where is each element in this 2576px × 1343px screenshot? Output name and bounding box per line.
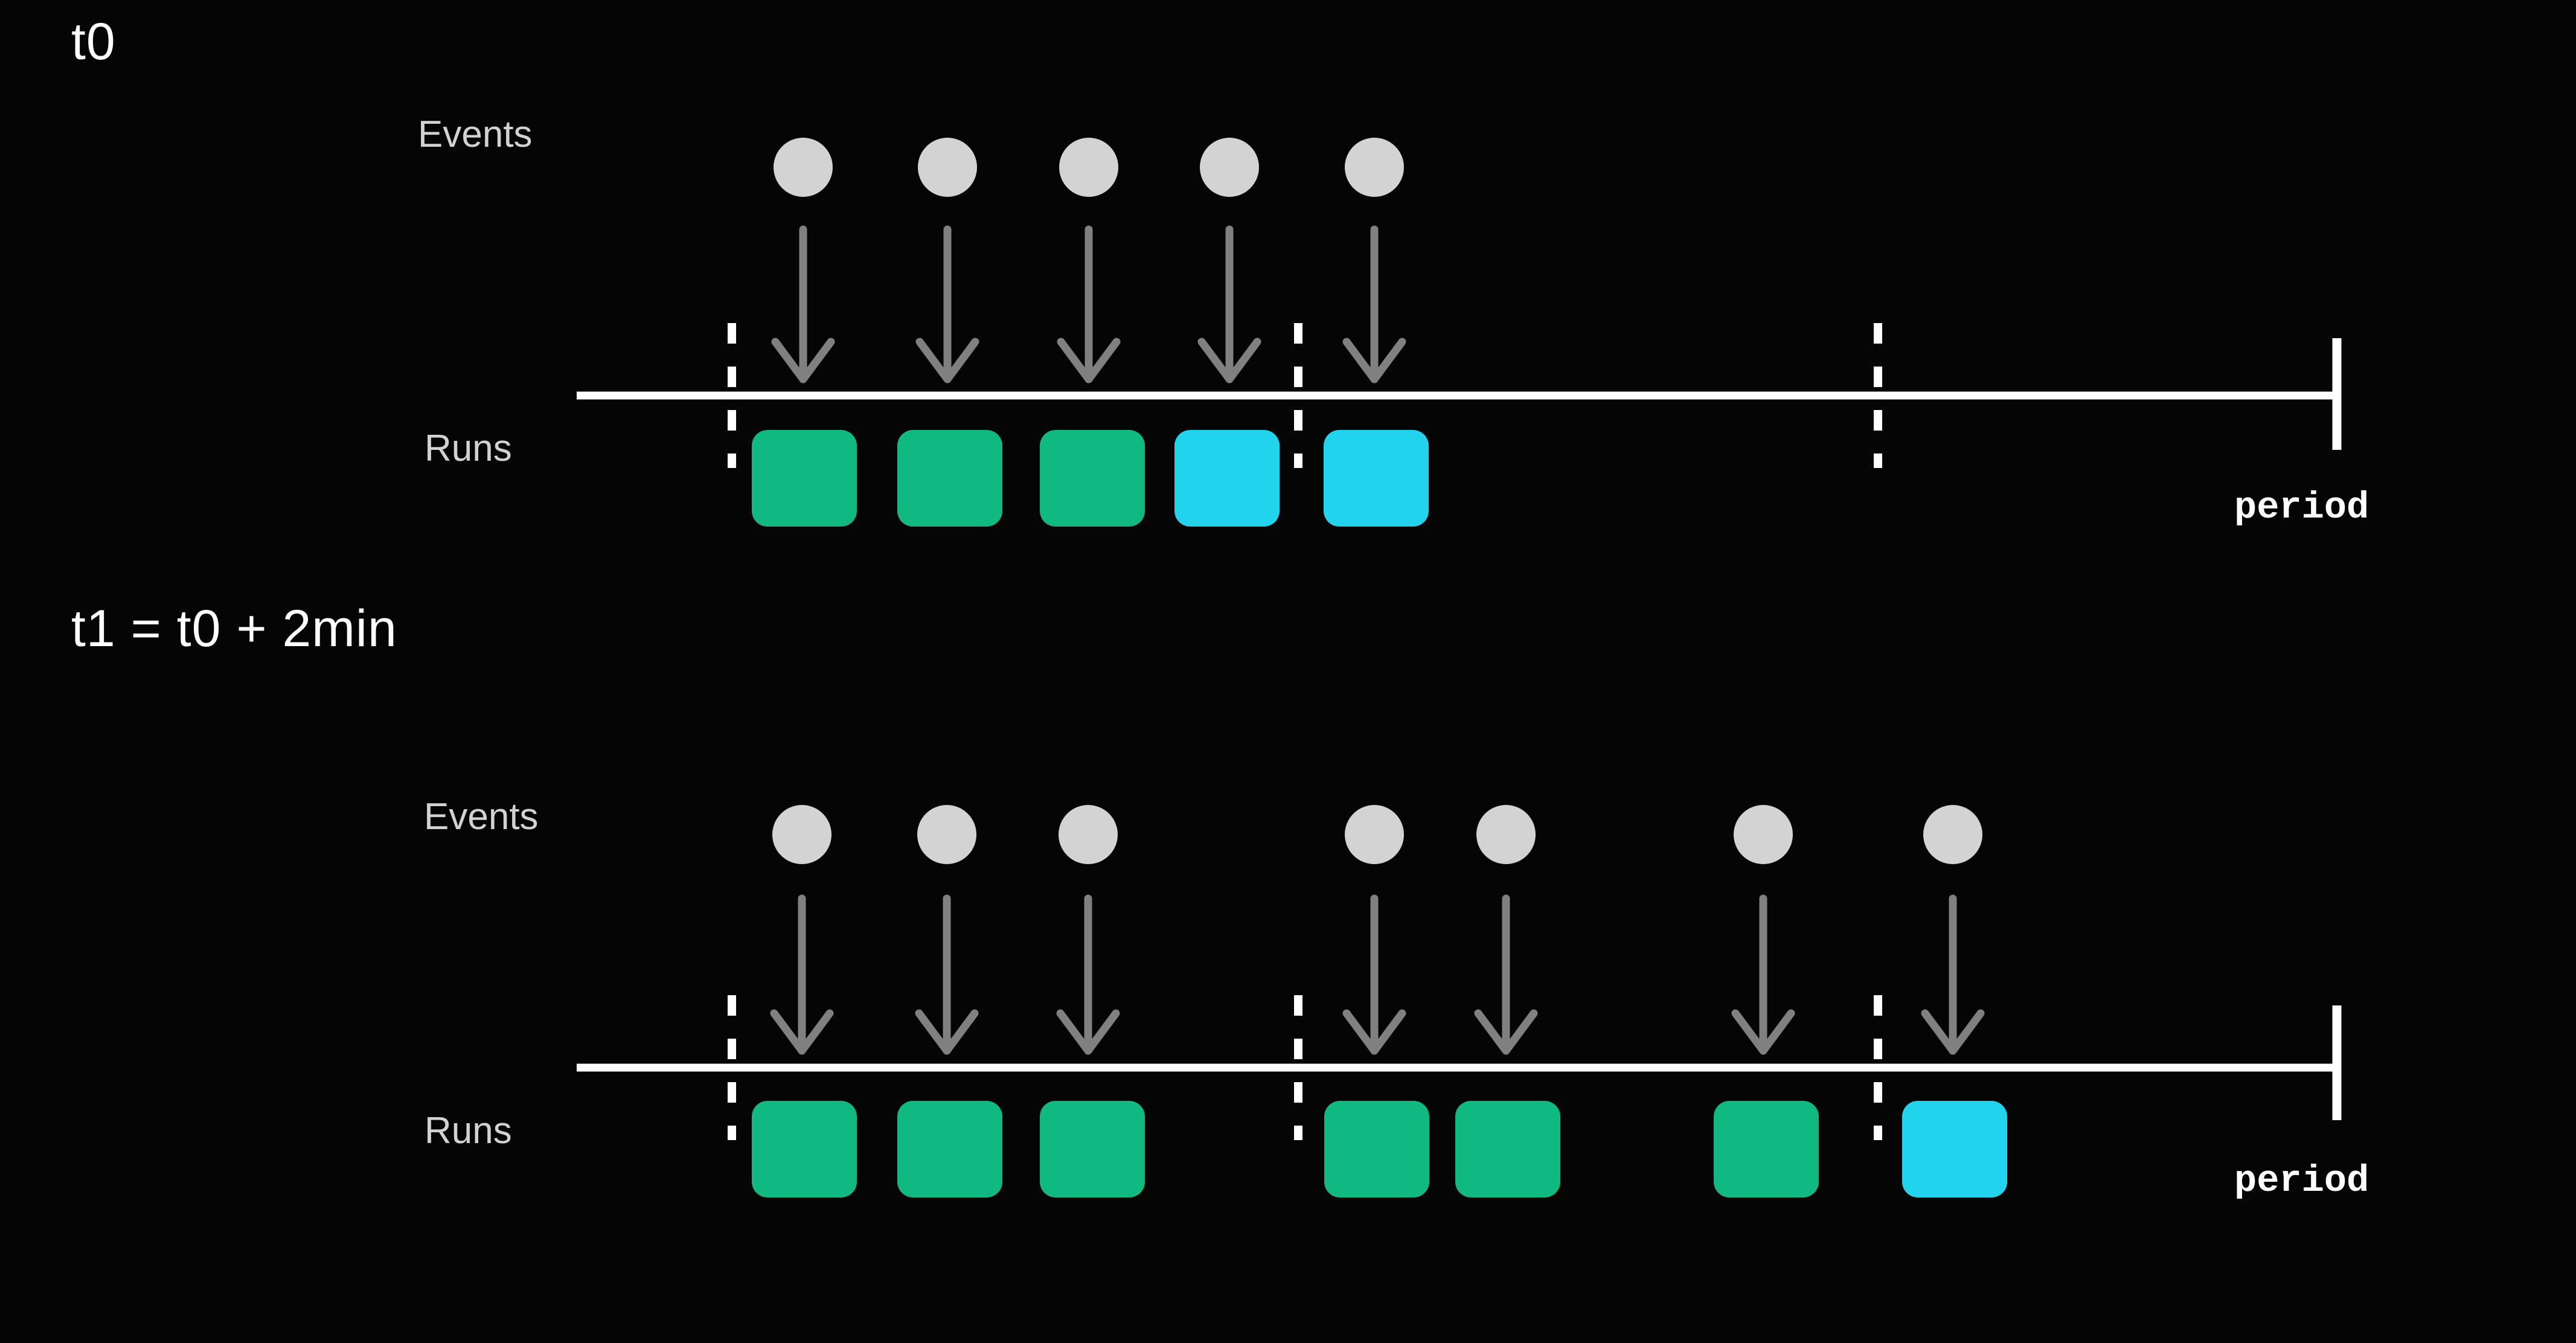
events-row-label-t1: Events: [424, 796, 539, 838]
run-box-t1-5-green: [1714, 1101, 1819, 1197]
run-box-t1-6-cyan: [1902, 1101, 2007, 1197]
event-arrow-head-t1-6: [1921, 1009, 1985, 1055]
event-dot-t1-0: [772, 805, 831, 864]
events-row-label-t0: Events: [418, 114, 533, 155]
run-box-t0-4-cyan: [1324, 430, 1429, 527]
event-arrow-head-t1-1: [915, 1009, 979, 1055]
event-dot-t1-4: [1476, 805, 1536, 864]
event-arrow-head-t1-2: [1056, 1009, 1120, 1055]
section-heading-t0: t0: [71, 13, 116, 71]
event-arrow-head-t0-3: [1197, 338, 1261, 383]
event-arrow-head-t1-5: [1731, 1009, 1795, 1055]
run-box-t1-2-green: [1040, 1101, 1145, 1197]
event-dot-t0-4: [1345, 138, 1404, 197]
run-box-t1-3-green: [1324, 1101, 1429, 1197]
event-arrow-head-t0-0: [771, 338, 835, 383]
event-arrow-head-t0-1: [915, 338, 979, 383]
run-box-t0-2-green: [1040, 430, 1145, 527]
event-dot-t1-5: [1734, 805, 1793, 864]
event-dot-t1-6: [1923, 805, 1982, 864]
run-box-t1-4-green: [1455, 1101, 1560, 1197]
event-arrow-head-t0-2: [1057, 338, 1121, 383]
event-dot-t0-3: [1200, 138, 1259, 197]
runs-row-label-t0: Runs: [425, 428, 512, 469]
period-label-t1: period: [2234, 1159, 2369, 1202]
run-box-t1-1-green: [897, 1101, 1002, 1197]
event-arrow-head-t1-0: [770, 1009, 834, 1055]
event-dot-t1-1: [917, 805, 976, 864]
event-dot-t0-1: [918, 138, 977, 197]
section-heading-t1: t1 = t0 + 2min: [71, 600, 397, 658]
event-arrow-head-t1-3: [1342, 1009, 1406, 1055]
runs-row-label-t1: Runs: [425, 1110, 512, 1152]
event-dot-t0-0: [774, 138, 833, 197]
event-dot-t1-2: [1059, 805, 1118, 864]
run-box-t0-0-green: [752, 430, 857, 527]
event-arrow-head-t0-4: [1342, 338, 1406, 383]
run-box-t0-1-green: [897, 430, 1002, 527]
event-dot-t0-2: [1059, 138, 1118, 197]
run-box-t0-3-cyan: [1174, 430, 1280, 527]
event-arrow-head-t1-4: [1474, 1009, 1538, 1055]
event-dot-t1-3: [1345, 805, 1404, 864]
period-label-t0: period: [2234, 486, 2369, 529]
run-box-t1-0-green: [752, 1101, 857, 1197]
